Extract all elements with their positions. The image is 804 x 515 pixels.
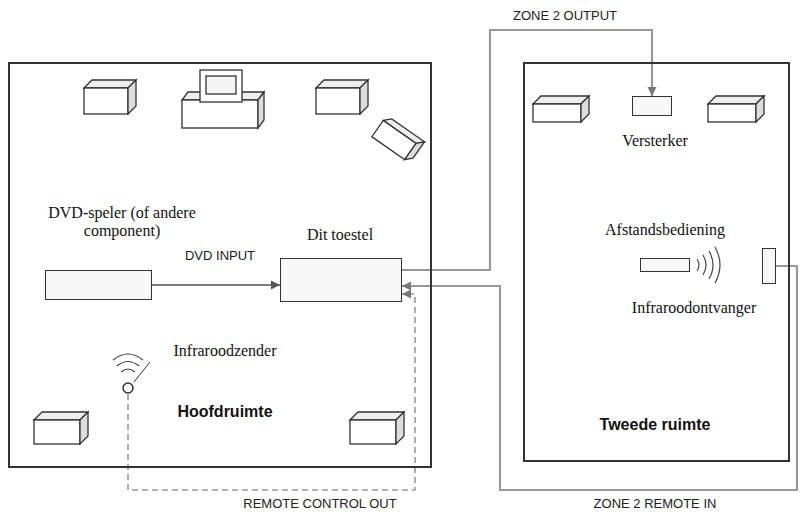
cable-connector	[402, 266, 797, 490]
speaker-face	[128, 80, 136, 114]
speaker-face	[34, 420, 80, 444]
cable-line	[152, 284, 280, 286]
node-label: DVD-speler (of andere component)	[27, 204, 217, 241]
arrow-head	[402, 282, 411, 291]
leader-line	[134, 362, 150, 382]
ir-waves	[113, 354, 143, 372]
speaker-face	[533, 96, 589, 104]
arrow-head	[271, 281, 280, 290]
speaker-face	[316, 80, 368, 88]
emitter-outline	[122, 382, 134, 394]
speaker-face	[84, 80, 136, 88]
speaker-face	[756, 96, 764, 122]
speakers	[34, 80, 764, 444]
remote-control: Afstandsbediening	[640, 258, 690, 272]
speaker-face	[533, 104, 581, 122]
room: Hoofdruimte DVD-speler (of andere compone…	[8, 62, 432, 468]
ir-receiver: Infraroodontvanger	[762, 248, 776, 284]
node-label: Hoofdruimte	[177, 403, 272, 421]
node-label: Infraroodzender	[173, 342, 276, 360]
speaker-face	[350, 412, 404, 420]
speaker-face	[84, 88, 128, 114]
receiver-unit: Dit toestel	[280, 258, 402, 302]
speaker-face	[708, 104, 756, 122]
signal-label: ZONE 2 REMOTE IN	[592, 497, 719, 512]
speaker-face	[350, 420, 396, 444]
arrow-head	[402, 290, 411, 299]
ir-emitter: Infraroodzender	[122, 382, 134, 394]
node-label: Infraroodontvanger	[632, 299, 756, 317]
cable-connector	[152, 281, 280, 290]
speaker-face	[396, 412, 404, 444]
speaker-face	[581, 96, 589, 122]
room: Tweede ruimte VersterkerAfstandsbediening…	[523, 62, 790, 462]
signal-label: ZONE 2 OUTPUT	[511, 9, 619, 24]
node-label: Afstandsbediening	[605, 221, 725, 239]
speaker-face	[34, 412, 88, 420]
angled-speaker	[372, 115, 425, 163]
dvd-player: DVD-speler (of andere component)	[45, 270, 152, 300]
cable-line	[402, 266, 797, 490]
cable-line	[128, 294, 415, 490]
speaker-face	[708, 96, 764, 104]
cable-connector	[128, 290, 415, 491]
speaker-face	[80, 412, 88, 444]
signal-label: DVD INPUT	[183, 249, 257, 264]
node-label: Tweede ruimte	[600, 416, 711, 434]
emitter-circle	[123, 383, 133, 393]
amplifier: Versterker	[632, 96, 672, 116]
node-label: Dit toestel	[307, 226, 373, 244]
speaker-face	[316, 88, 360, 114]
arrow-head	[648, 87, 657, 96]
speaker-face	[360, 80, 368, 114]
remote-waves	[697, 247, 720, 283]
node-label: Versterker	[622, 132, 688, 150]
signal-label: REMOTE CONTROL OUT	[241, 497, 398, 512]
center-speaker	[182, 70, 264, 128]
